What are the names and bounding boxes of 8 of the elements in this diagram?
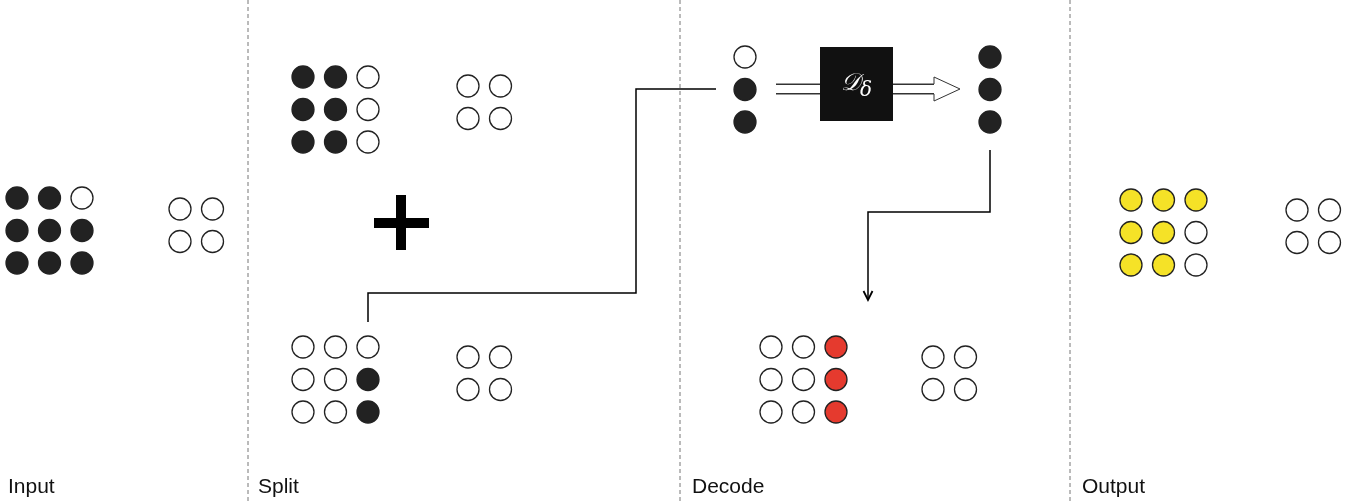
section-label: Input bbox=[8, 474, 55, 498]
section-label: Output bbox=[1082, 474, 1146, 498]
section-label: Split bbox=[258, 474, 299, 498]
decoder-box bbox=[820, 47, 893, 121]
arrow bbox=[862, 149, 991, 301]
connector-line bbox=[367, 88, 717, 323]
section-label: Decode bbox=[692, 474, 765, 498]
decoder-symbol: 𝒟$_{δ}$ bbox=[840, 67, 872, 101]
